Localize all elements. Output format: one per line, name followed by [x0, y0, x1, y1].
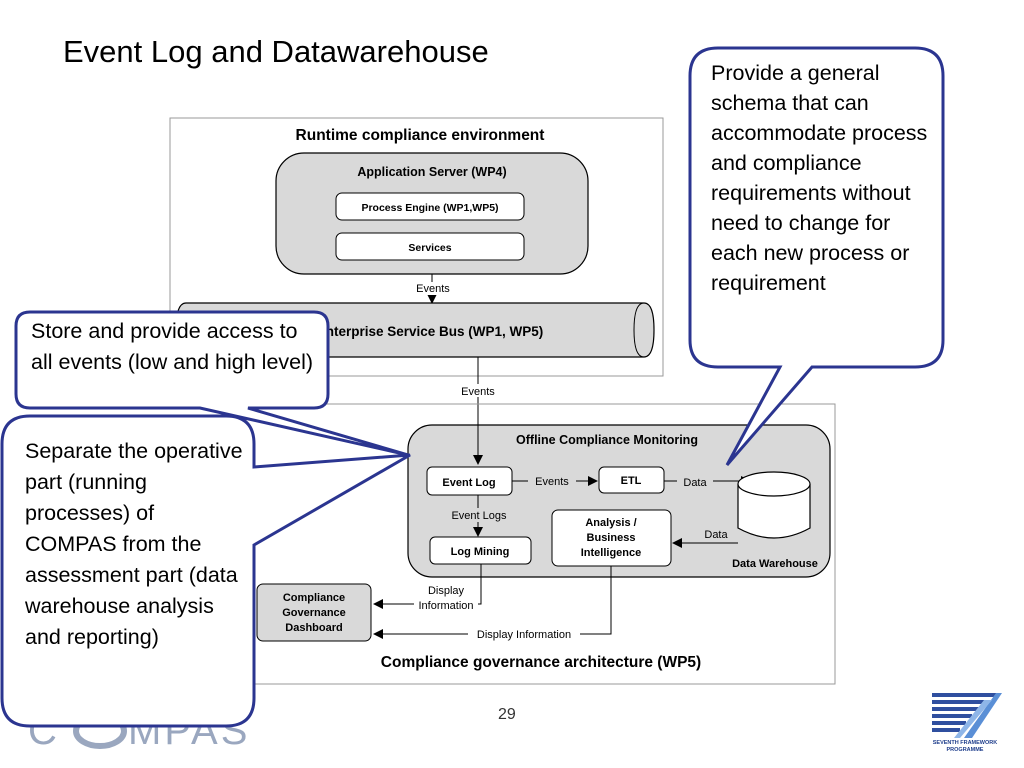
analysis-bi-line-1: Analysis / [585, 517, 636, 529]
data-warehouse-cylinder [737, 484, 811, 539]
governance-title: Compliance governance architecture (WP5) [381, 654, 701, 671]
dashboard-line-2: Governance [282, 607, 346, 619]
etl-box [598, 466, 665, 494]
services-label: Services [408, 242, 451, 254]
application-server-label: Application Server (WP4) [357, 165, 506, 179]
event-log-label: Event Log [442, 477, 495, 489]
dashboard-line-1: Compliance [283, 592, 345, 604]
events-label-connector: Events [461, 386, 495, 398]
fp7-label-line-1: SEVENTH FRAMEWORK [932, 740, 998, 746]
callout-left-bottom [0, 414, 411, 728]
fp7-label: SEVENTH FRAMEWORK PROGRAMME [924, 740, 1006, 754]
runtime-environment-title: Runtime compliance environment [296, 127, 545, 144]
log-mining-label: Log Mining [451, 546, 510, 558]
event-logs-label: Event Logs [451, 510, 507, 522]
data-warehouse-label: Data Warehouse [732, 558, 818, 570]
callout-left-bottom-text: Separate the operative part (running pro… [25, 439, 243, 649]
callout-top-right-text: Provide a general schema that can accomm… [711, 61, 928, 295]
fp7-label-line-2: PROGRAMME [946, 747, 984, 753]
data-label-analysis: Data [704, 529, 728, 541]
slide-title: Event Log and Datawarehouse [63, 34, 489, 69]
page-number: 29 [498, 706, 516, 723]
analysis-bi-line-2: Business [587, 532, 636, 544]
services-box [335, 232, 525, 261]
display-info-2-label: Display Information [477, 629, 571, 641]
analysis-bi-line-3: Intelligence [581, 547, 642, 559]
display-info-1-line-1: Display [428, 585, 465, 597]
esb-label: Enterprise Service Bus (WP1, WP5) [317, 324, 544, 339]
callout-left-mid-text: Store and provide access to all events (… [31, 319, 314, 374]
display-info-arrow-1 [373, 564, 482, 609]
callout-left-mid [14, 310, 409, 457]
dashboard-line-3: Dashboard [285, 622, 342, 634]
fp7-logo [932, 693, 1002, 738]
callout-top-right [688, 46, 945, 466]
process-engine-box [335, 192, 525, 221]
events-label-upper: Events [416, 283, 450, 295]
data-label-warehouse: Data [683, 477, 707, 489]
display-info-1-line-2: Information [418, 600, 473, 612]
process-engine-label: Process Engine (WP1,WP5) [361, 202, 498, 214]
dashboard-box [256, 583, 372, 642]
events-label-etl: Events [535, 476, 569, 488]
etl-label: ETL [621, 475, 642, 487]
display-info-arrow-2 [373, 566, 612, 639]
offline-monitoring-title: Offline Compliance Monitoring [516, 433, 698, 447]
